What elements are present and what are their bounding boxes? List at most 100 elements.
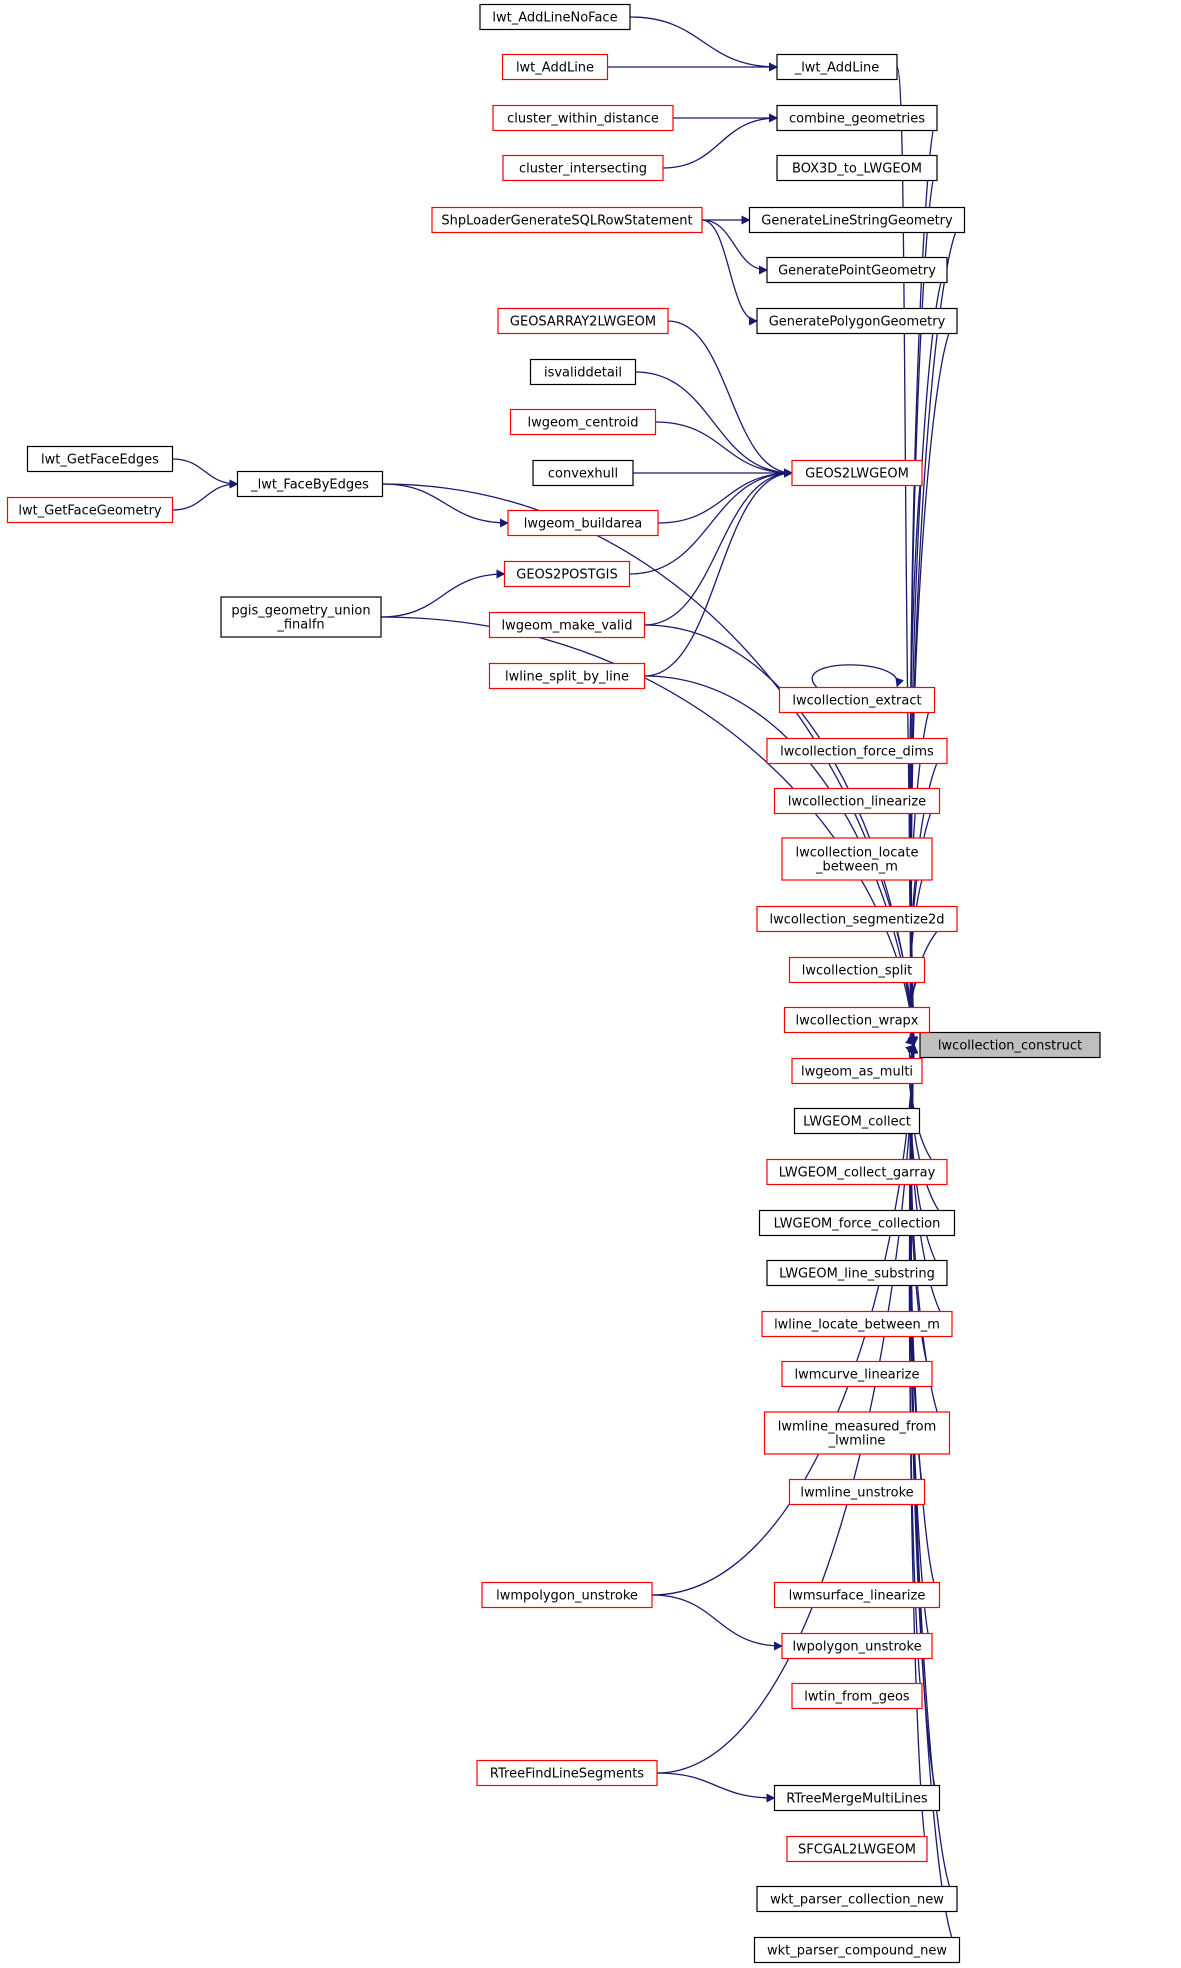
node-box	[766, 256, 948, 284]
edge-ShpLoaderGenerateSQLRowStatement-to-GeneratePointGeometry	[701, 219, 768, 275]
node-box	[773, 787, 941, 815]
node-box	[501, 53, 609, 81]
node-label: lwline_split_by_line	[505, 670, 629, 685]
node-lwcollection_construct[interactable]: lwcollection_construct	[919, 1031, 1101, 1059]
node-label: lwpolygon_unstroke	[792, 1640, 921, 1655]
node-ShpLoaderGenerateSQLRowStatement[interactable]: ShpLoaderGenerateSQLRowStatement	[431, 206, 703, 234]
node-isvaliddetail[interactable]: isvaliddetail	[529, 358, 637, 386]
edge-lwmpolygon_unstroke-to-lwpolygon_unstroke	[651, 1594, 783, 1651]
edge-lwline_split_by_line-to-GEOS2LWGEOM	[644, 468, 793, 677]
node-_lwt_FaceByEdges[interactable]: _lwt_FaceByEdges	[236, 470, 384, 498]
node-GeneratePointGeometry[interactable]: GeneratePointGeometry	[766, 256, 948, 284]
edges-layer	[172, 16, 965, 1951]
node-lwcollection_split[interactable]: lwcollection_split	[788, 956, 926, 984]
nodes-layer: lwcollection_construct lwt_AddLineNoFace _…	[6, 3, 1101, 1964]
node-label: wkt_parser_compound_new	[767, 1944, 947, 1959]
node-lwgeom_as_multi[interactable]: lwgeom_as_multi	[791, 1057, 923, 1085]
node-lwcollection_force_dims[interactable]: lwcollection_force_dims	[766, 737, 948, 765]
node-lwgeom_buildarea[interactable]: lwgeom_buildarea	[507, 509, 659, 537]
node-lwcollection_wrapx[interactable]: lwcollection_wrapx	[783, 1006, 931, 1034]
node-box	[791, 1682, 923, 1710]
node-RTreeMergeMultiLines[interactable]: RTreeMergeMultiLines	[773, 1784, 941, 1812]
node-_lwt_AddLine[interactable]: _lwt_AddLine	[776, 53, 898, 81]
node-box	[786, 1835, 928, 1863]
node-cluster_within_distance[interactable]: cluster_within_distance	[492, 104, 674, 132]
node-combine_geometries[interactable]: combine_geometries	[776, 104, 938, 132]
node-GeneratePolygonGeometry[interactable]: GeneratePolygonGeometry	[756, 307, 958, 335]
node-box	[766, 1259, 948, 1287]
node-lwgeom_centroid[interactable]: lwgeom_centroid	[509, 408, 657, 436]
node-lwgeom_make_valid[interactable]: lwgeom_make_valid	[488, 611, 646, 639]
node-lwcollection_linearize[interactable]: lwcollection_linearize	[773, 787, 941, 815]
node-lwmcurve_linearize[interactable]: lwmcurve_linearize	[781, 1360, 933, 1388]
node-LWGEOM_line_substring[interactable]: LWGEOM_line_substring	[766, 1259, 948, 1287]
node-LWGEOM_collect_garray[interactable]: LWGEOM_collect_garray	[766, 1158, 948, 1186]
node-wkt_parser_compound_new[interactable]: wkt_parser_compound_new	[753, 1936, 961, 1964]
node-lwmline_unstroke[interactable]: lwmline_unstroke	[788, 1478, 926, 1506]
node-label: GEOSARRAY2LWGEOM	[510, 315, 656, 330]
node-lwcollection_extract[interactable]: lwcollection_extract	[778, 686, 936, 714]
node-label: lwtin_from_geos	[804, 1690, 910, 1705]
node-lwmpolygon_unstroke[interactable]: lwmpolygon_unstroke	[481, 1581, 653, 1609]
node-label: cluster_intersecting	[519, 162, 647, 177]
node-label: _finalfn	[276, 618, 324, 633]
node-label: LWGEOM_line_substring	[779, 1267, 935, 1282]
node-label: lwcollection_extract	[792, 694, 921, 709]
node-GEOS2LWGEOM[interactable]: GEOS2LWGEOM	[791, 459, 923, 487]
node-box	[492, 104, 674, 132]
node-lwt_GetFaceEdges[interactable]: lwt_GetFaceEdges	[26, 445, 174, 473]
node-lwtin_from_geos[interactable]: lwtin_from_geos	[791, 1682, 923, 1710]
node-GEOSARRAY2LWGEOM[interactable]: GEOSARRAY2LWGEOM	[497, 307, 669, 335]
node-convexhull[interactable]: convexhull	[532, 459, 634, 487]
node-LWGEOM_collect[interactable]: LWGEOM_collect	[793, 1107, 921, 1135]
node-box	[756, 1885, 958, 1913]
node-box	[481, 1581, 653, 1609]
node-LWGEOM_force_collection[interactable]: LWGEOM_force_collection	[758, 1209, 956, 1237]
node-lwmsurface_linearize[interactable]: lwmsurface_linearize	[773, 1581, 941, 1609]
node-lwt_GetFaceGeometry[interactable]: lwt_GetFaceGeometry	[6, 496, 174, 524]
node-box	[781, 1360, 933, 1388]
node-box	[220, 596, 382, 638]
node-lwt_AddLine[interactable]: lwt_AddLine	[501, 53, 609, 81]
node-box	[509, 408, 657, 436]
node-label: lwcollection_wrapx	[795, 1014, 918, 1029]
node-label: lwcollection_split	[802, 964, 912, 979]
node-label: GEOS2POSTGIS	[516, 568, 617, 583]
node-pgis_geometry_union_finalfn[interactable]: pgis_geometry_union_finalfn	[220, 596, 382, 638]
edge-lwgeom_centroid-to-GEOS2LWGEOM	[655, 421, 793, 478]
edge-_lwt_FaceByEdges-to-lwcollection_construct	[382, 483, 919, 1046]
node-label: RTreeFindLineSegments	[490, 1767, 644, 1782]
node-lwpolygon_unstroke[interactable]: lwpolygon_unstroke	[781, 1632, 933, 1660]
node-GenerateLineStringGeometry[interactable]: GenerateLineStringGeometry	[748, 206, 966, 234]
node-SFCGAL2LWGEOM[interactable]: SFCGAL2LWGEOM	[786, 1835, 928, 1863]
node-lwcollection_locate_between_m[interactable]: lwcollection_locate_between_m	[781, 837, 933, 881]
node-BOX3D_to_LWGEOM[interactable]: BOX3D_to_LWGEOM	[776, 154, 938, 182]
node-box	[791, 459, 923, 487]
edge-lwcollection_extract-to-lwcollection_extract	[811, 664, 904, 688]
node-lwcollection_segmentize2d[interactable]: lwcollection_segmentize2d	[756, 905, 958, 933]
node-box	[497, 307, 669, 335]
edge-cluster_intersecting-to-combine_geometries	[662, 113, 778, 169]
node-label: lwt_AddLine	[516, 61, 594, 76]
node-label: lwline_locate_between_m	[774, 1318, 940, 1333]
node-cluster_intersecting[interactable]: cluster_intersecting	[502, 154, 664, 182]
edge-RTreeFindLineSegments-to-RTreeMergeMultiLines	[656, 1772, 776, 1803]
node-label: LWGEOM_force_collection	[774, 1217, 941, 1232]
node-box	[773, 1581, 941, 1609]
node-box	[766, 737, 948, 765]
node-box	[476, 1759, 658, 1787]
node-box	[766, 1158, 948, 1186]
node-lwmline_measured_from_lwmline[interactable]: lwmline_measured_from_lwmline	[763, 1411, 951, 1455]
node-box	[773, 1784, 941, 1812]
node-lwline_locate_between_m[interactable]: lwline_locate_between_m	[761, 1310, 953, 1338]
node-label: lwmline_unstroke	[800, 1486, 913, 1501]
node-wkt_parser_collection_new[interactable]: wkt_parser_collection_new	[756, 1885, 958, 1913]
node-box	[783, 1006, 931, 1034]
node-label: GeneratePointGeometry	[778, 264, 936, 279]
node-RTreeFindLineSegments[interactable]: RTreeFindLineSegments	[476, 1759, 658, 1787]
node-lwt_AddLineNoFace[interactable]: lwt_AddLineNoFace	[479, 3, 631, 31]
node-GEOS2POSTGIS[interactable]: GEOS2POSTGIS	[503, 560, 631, 588]
node-box	[26, 445, 174, 473]
edge-isvaliddetail-to-GEOS2LWGEOM	[635, 371, 793, 478]
node-lwline_split_by_line[interactable]: lwline_split_by_line	[488, 662, 646, 690]
